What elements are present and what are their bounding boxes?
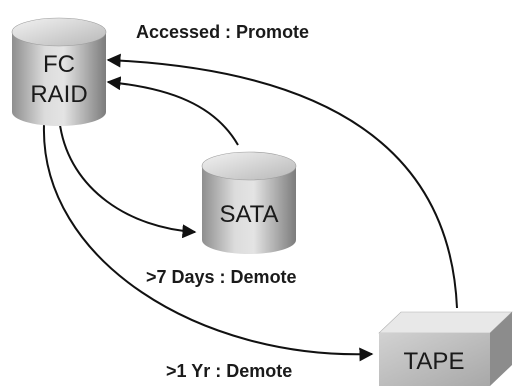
fc-raid-node: FC RAID [11,17,107,126]
tape-label: TAPE [404,348,465,375]
edge-label-days-demote: >7 Days : Demote [146,267,297,287]
edge-label-accessed-promote: Accessed : Promote [136,22,309,42]
fc-raid-label-line1: FC [43,51,75,78]
fc-raid-label-line2: RAID [30,81,87,108]
arrow-tape-to-fc [106,53,458,309]
fc-raid-cylinder-top [11,17,107,47]
arrow-sata-to-fc [106,76,239,146]
sata-cylinder-top [201,151,297,181]
tape-box-side [490,312,512,386]
sata-label: SATA [219,201,278,228]
fc-raid-cylinder-body [12,32,106,126]
arrow-fc-to-tape [42,124,374,362]
tape-box-front [379,333,490,386]
sata-node: SATA [201,151,297,254]
sata-cylinder-body [202,166,296,254]
arrow-fc-to-sata [59,124,197,239]
tape-node: TAPE [378,311,513,386]
edge-label-year-demote: >1 Yr : Demote [166,361,292,381]
tape-box-top [378,311,513,334]
